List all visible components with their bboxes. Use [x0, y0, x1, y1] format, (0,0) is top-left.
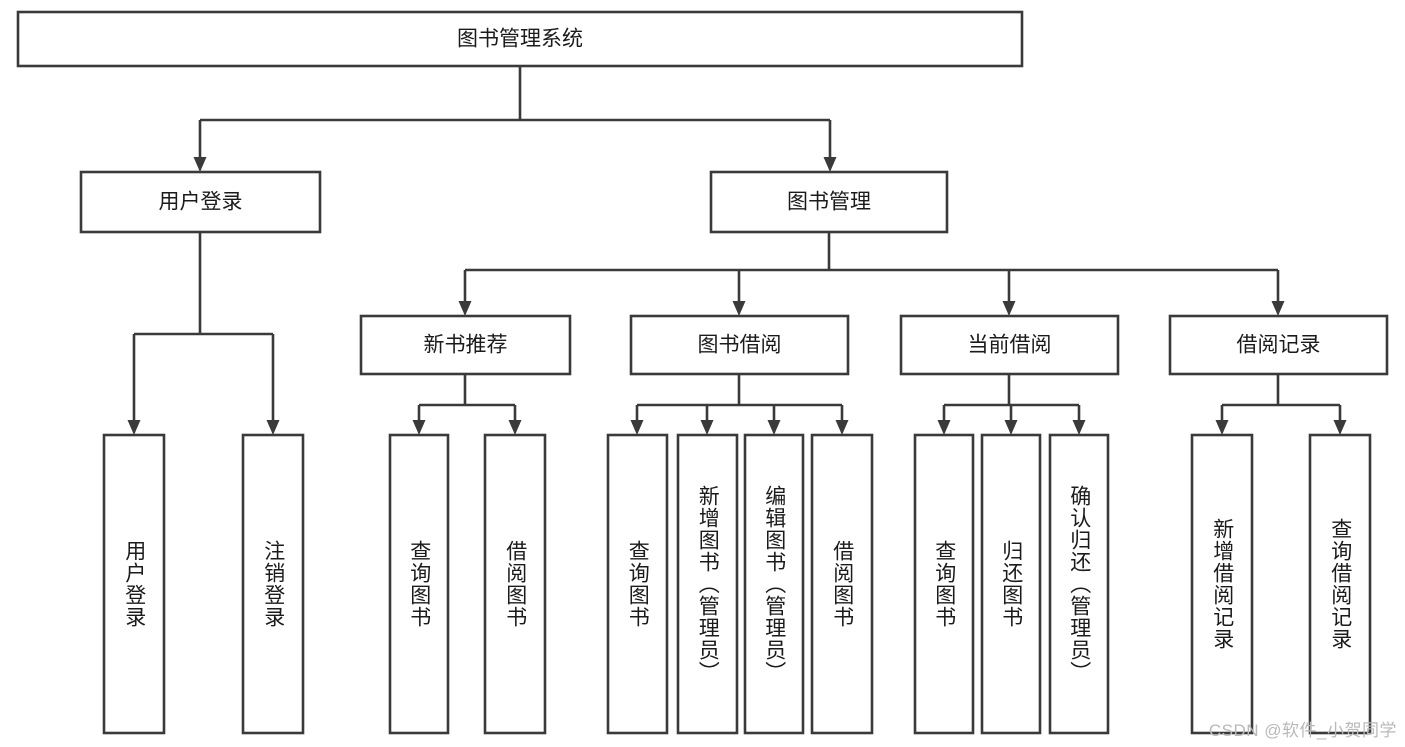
level2-node-2[interactable]: 图书管理: [709, 170, 949, 234]
leaf-node-rect[interactable]: [913, 433, 975, 735]
level3-node-label: 当前借阅: [968, 334, 1052, 357]
arrow-head-icon: [127, 420, 141, 435]
leaf-node-8[interactable]: [810, 433, 874, 735]
leaf-node-rect[interactable]: [676, 433, 739, 735]
leaf-node-6[interactable]: [676, 433, 739, 735]
root-node-label: 图书管理系统: [457, 28, 583, 51]
root-node-1[interactable]: 图书管理系统: [16, 10, 1024, 68]
level3-node-3[interactable]: 当前借阅: [899, 314, 1120, 376]
arrow-head-icon: [835, 420, 849, 435]
leaf-node-13[interactable]: [1308, 433, 1372, 735]
arrow-head-icon: [1004, 420, 1018, 435]
level2-node-1[interactable]: 用户登录: [79, 170, 322, 234]
leaf-node-rect[interactable]: [102, 433, 166, 735]
arrow-head-icon: [266, 420, 280, 435]
level3-node-rect[interactable]: [629, 314, 850, 376]
leaf-node-rect[interactable]: [980, 433, 1042, 735]
arrow-head-icon: [508, 420, 522, 435]
arrow-head-icon: [193, 157, 207, 172]
leaf-node-12[interactable]: [1190, 433, 1254, 735]
leaf-node-7[interactable]: [743, 433, 805, 735]
leaf-node-rect[interactable]: [1308, 433, 1372, 735]
arrow-head-icon: [937, 420, 951, 435]
level3-node-label: 新书推荐: [424, 334, 508, 357]
arrow-head-icon: [630, 420, 644, 435]
arrow-head-icon: [412, 420, 426, 435]
leaf-node-2[interactable]: [241, 433, 305, 735]
arrow-head-icon: [1333, 420, 1347, 435]
leaf-node-3[interactable]: [388, 433, 450, 735]
leaf-node-rect[interactable]: [388, 433, 450, 735]
level2-node-label: 用户登录: [159, 191, 243, 214]
arrow-head-icon: [458, 301, 472, 316]
leaf-node-rect[interactable]: [241, 433, 305, 735]
level3-node-label: 图书借阅: [698, 334, 782, 357]
leaf-node-rect[interactable]: [743, 433, 805, 735]
arrow-head-icon: [823, 157, 837, 172]
leaf-node-4[interactable]: [483, 433, 547, 735]
connector-layer: [127, 66, 1347, 435]
leaf-node-1[interactable]: [102, 433, 166, 735]
level2-node-label: 图书管理: [787, 191, 871, 214]
arrow-head-icon: [700, 420, 714, 435]
leaf-node-rect[interactable]: [606, 433, 669, 735]
arrow-head-icon: [1072, 420, 1086, 435]
arrow-head-icon: [1271, 301, 1285, 316]
arrow-head-icon: [767, 420, 781, 435]
arrow-head-icon: [1002, 301, 1016, 316]
leaf-node-9[interactable]: [913, 433, 975, 735]
level2-node-rect[interactable]: [79, 170, 322, 234]
level3-node-label: 借阅记录: [1237, 334, 1321, 357]
leaf-node-rect[interactable]: [483, 433, 547, 735]
leaf-node-rect[interactable]: [1190, 433, 1254, 735]
csdn-watermark: CSDN @软件_小贺同学: [1208, 721, 1397, 740]
level3-node-2[interactable]: 图书借阅: [629, 314, 850, 376]
level3-node-rect[interactable]: [1168, 314, 1389, 376]
leaf-node-10[interactable]: [980, 433, 1042, 735]
leaf-node-5[interactable]: [606, 433, 669, 735]
level3-node-rect[interactable]: [899, 314, 1120, 376]
root-node-rect[interactable]: [16, 10, 1024, 68]
leaf-node-rect[interactable]: [810, 433, 874, 735]
level3-node-4[interactable]: 借阅记录: [1168, 314, 1389, 376]
arrow-head-icon: [732, 301, 746, 316]
level3-node-1[interactable]: 新书推荐: [359, 314, 572, 376]
level2-node-rect[interactable]: [709, 170, 949, 234]
leaf-node-rect[interactable]: [1048, 433, 1110, 735]
arrow-head-icon: [1215, 420, 1229, 435]
leaf-node-11[interactable]: [1048, 433, 1110, 735]
level3-node-rect[interactable]: [359, 314, 572, 376]
